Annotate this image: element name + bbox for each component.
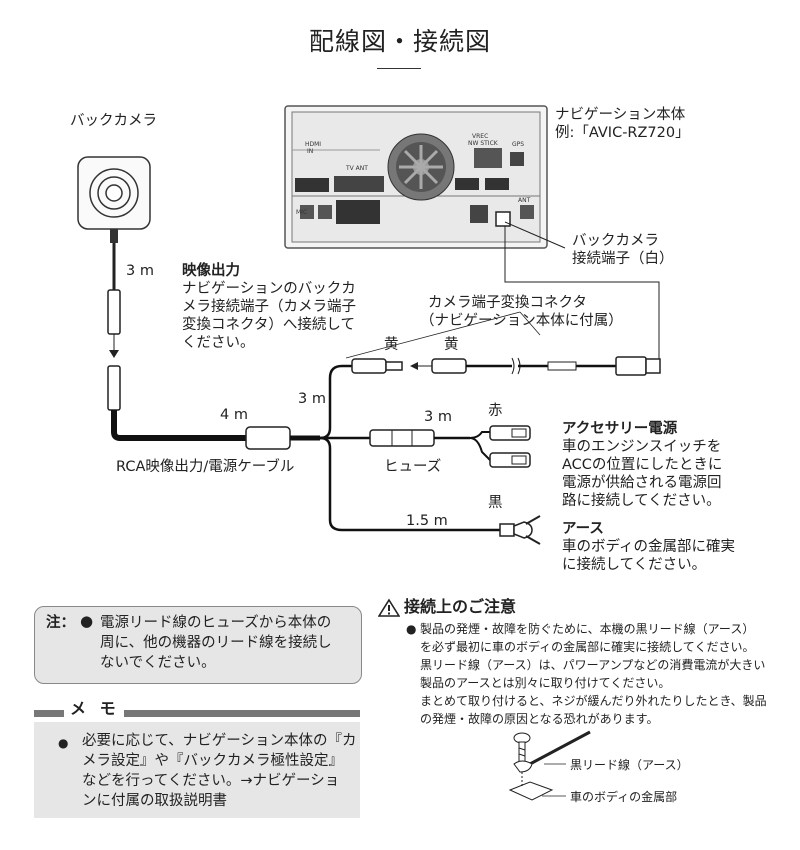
power-cable-length: 3 m: [424, 409, 452, 425]
memo-title: メ モ: [70, 699, 120, 718]
note-text-2: 周に、他の機器のリード線を接続し: [100, 635, 332, 651]
nav-unit-label: ナビゲーション本体: [555, 107, 686, 123]
camera-terminal-label-2: 接続端子（白）: [572, 251, 674, 267]
caution-text-5: まとめて取り付けると、ネジが緩んだり外れたりしたとき、製品: [420, 694, 767, 708]
acc-text-3: 電源が供給される電源回: [562, 475, 722, 491]
earth-text-1: 車のボディの金属部に確実: [562, 539, 735, 555]
video-output-text-2: メラ接続端子（カメラ端子: [182, 299, 356, 315]
acc-text-1: 車のエンジンスイッチを: [562, 439, 722, 455]
memo-text-3: などを行ってください。→ナビゲーショ: [82, 773, 340, 789]
fuse-label: ヒューズ: [384, 459, 442, 475]
video-output-title: 映像出力: [182, 263, 240, 279]
svg-text:TV ANT: TV ANT: [345, 165, 368, 172]
acc-text-2: ACCの位置にしたときに: [562, 457, 723, 473]
caution-text-6: の発煙・故障の原因となる恐れがあります。: [420, 712, 659, 726]
note-bullet: ●: [80, 612, 94, 630]
converter-label-2: （ナビゲーション本体に付属）: [420, 313, 623, 329]
red-label: 赤: [488, 403, 503, 419]
video-output-text-3: 変換コネクタ）へ接続して: [182, 317, 355, 333]
back-camera-label: バックカメラ: [70, 113, 157, 129]
earth-screw-figure: [508, 730, 591, 801]
black-label: 黒: [488, 495, 503, 511]
svg-text:ANT: ANT: [518, 197, 531, 204]
caution-bullet: ●: [406, 622, 417, 636]
acc-title: アクセサリー電源: [562, 421, 678, 437]
camera-cable-length: 3 m: [126, 263, 154, 279]
note-label: 注：: [46, 615, 75, 631]
svg-text:MIC: MIC: [296, 209, 307, 216]
caution-text-2: を必ず最初に車のボディの金属部に確実に接続してください。: [420, 640, 755, 654]
camera-terminal-callout: [504, 221, 660, 362]
yellow-label-plug: 黄: [384, 337, 399, 353]
memo-box: [34, 722, 360, 818]
svg-text:NW STICK: NW STICK: [468, 140, 499, 147]
camera-terminal-label: バックカメラ: [572, 233, 659, 249]
page-title: 配線図・接続図: [308, 27, 491, 56]
memo-bar-right: [124, 710, 360, 717]
earth-text-2: に接続してください。: [562, 557, 707, 573]
nav-unit-model: 例:「AVIC-RZ720」: [555, 125, 690, 141]
caution-text-4: 製品のアースとは別々に取り付けてください。: [420, 676, 671, 690]
back-camera-icon: [77, 156, 151, 243]
memo-text-1: 必要に応じて、ナビゲーション本体の『カ: [82, 733, 357, 749]
wiring-diagram: HDMI IN TV ANT VREC NW STICK GPS MIC ANT: [77, 105, 661, 545]
earth-cable-length: 1.5 m: [406, 513, 448, 529]
converter-label: カメラ端子変換コネクタ: [428, 295, 587, 311]
caution-text-3: 黒リード線（アース）は、パワーアンプなどの消費電流が大きい: [420, 658, 766, 672]
svg-text:IN: IN: [307, 148, 313, 155]
memo-text-4: ンに付属の取扱説明書: [82, 793, 227, 809]
warning-icon: [378, 598, 400, 617]
acc-text-4: 路に接続してください。: [562, 493, 721, 509]
svg-text:HDMI: HDMI: [305, 141, 321, 148]
svg-text:GPS: GPS: [512, 141, 524, 148]
car-body-label: 車のボディの金属部: [570, 790, 678, 804]
title-divider: [377, 68, 421, 69]
memo-text-2: メラ設定』や『バックカメラ極性設定』: [82, 753, 343, 769]
note-text-3: ないでください。: [100, 655, 216, 671]
svg-text:VREC: VREC: [472, 133, 488, 140]
video-output-text-4: ください。: [182, 335, 255, 351]
video-output-text-1: ナビゲーションのバックカ: [182, 281, 356, 297]
black-lead-label: 黒リード線（アース）: [570, 758, 689, 772]
main-cable-length: 4 m: [220, 407, 248, 423]
memo-bar-left: [34, 710, 64, 717]
video-cable-length: 3 m: [298, 391, 326, 407]
navigation-unit-rear: HDMI IN TV ANT VREC NW STICK GPS MIC ANT: [284, 105, 548, 249]
caution-text-1: 製品の発煙・故障を防ぐために、本機の黒リード線（アース）: [420, 622, 755, 636]
memo-bullet: ●: [58, 736, 69, 750]
note-box: [34, 606, 362, 684]
earth-title: アース: [562, 521, 604, 537]
yellow-label-jack: 黄: [444, 337, 459, 353]
caution-title: 接続上のご注意: [404, 597, 517, 616]
note-text-1: 電源リード線のヒューズから本体の: [100, 615, 332, 631]
rca-cable-label: RCA映像出力/電源ケーブル: [116, 459, 295, 475]
